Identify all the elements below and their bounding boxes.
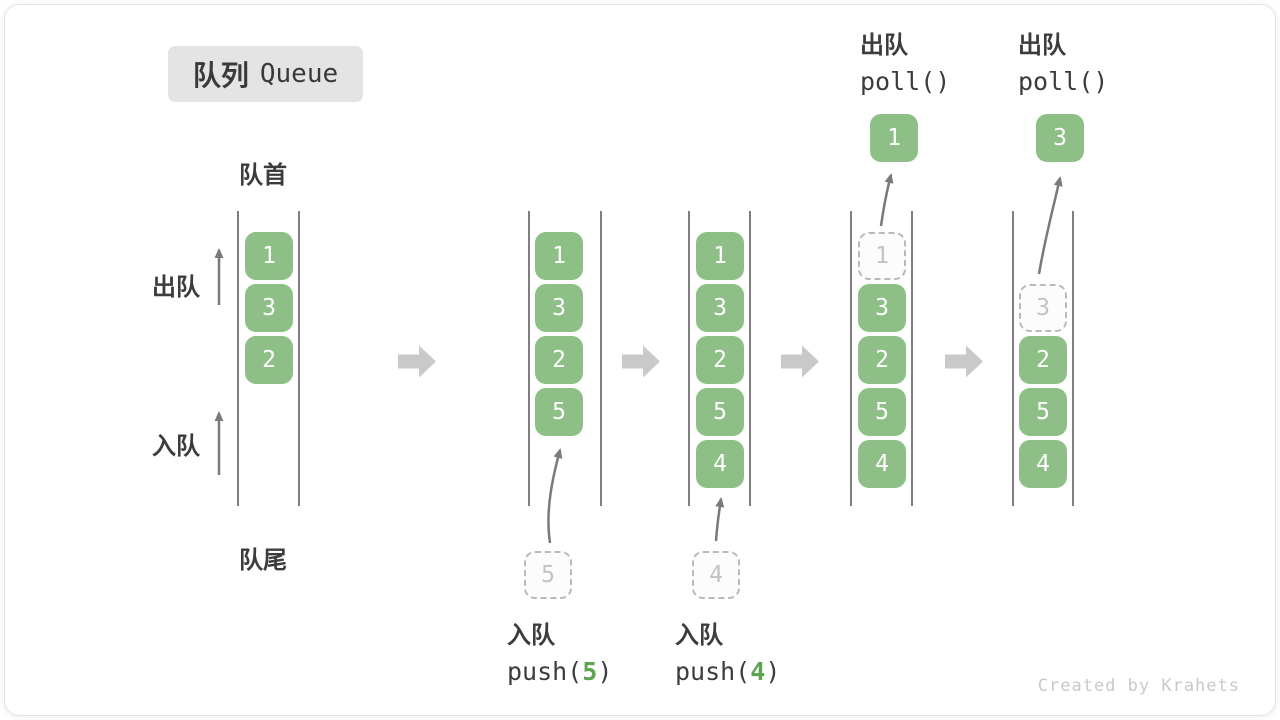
watermark: Created by Krahets [1037, 676, 1240, 696]
code-arg: 5 [582, 657, 598, 686]
poll1-caption-zh: 出队 [860, 32, 908, 59]
poll1-caption-code: poll() [860, 67, 951, 96]
cell-value: 5 [713, 399, 727, 425]
push4-arrow-icon [714, 497, 725, 542]
queue1-cell: 3 [245, 284, 293, 332]
queue4-cell: 5 [858, 388, 906, 436]
staging-element-5: 5 [524, 551, 572, 599]
code-open: push( [675, 657, 751, 686]
title-en: Queue [259, 59, 339, 89]
cell-value: 5 [541, 562, 555, 588]
cell-value: 1 [875, 243, 889, 269]
push2-caption: 入队 push(4) [675, 618, 780, 690]
cell-value: 3 [262, 295, 276, 321]
diagram-title: 队列 Queue [168, 46, 363, 102]
cell-value: 3 [1053, 125, 1067, 151]
title-zh: 队列 [192, 60, 249, 91]
queue3-cell: 4 [696, 440, 744, 488]
enqueue-side-label: 入队 [152, 433, 200, 460]
queue5-ghost-cell: 3 [1019, 284, 1067, 332]
queue3-cell: 5 [696, 388, 744, 436]
flow-arrow-3-icon [781, 345, 819, 378]
code-open: push( [507, 657, 583, 686]
cell-value: 4 [713, 451, 727, 477]
queue3-cell: 1 [696, 232, 744, 280]
queue3-cell: 3 [696, 284, 744, 332]
queue4-ghost-cell: 1 [858, 232, 906, 280]
queue2-cell: 1 [535, 232, 583, 280]
push2-caption-code: push(4) [675, 654, 780, 690]
queue3-cell: 2 [696, 336, 744, 384]
queue5-cell: 4 [1019, 440, 1067, 488]
queue-rear-label: 队尾 [239, 547, 287, 574]
operation-arrows [214, 173, 1063, 544]
cell-value: 2 [552, 347, 566, 373]
poll2-caption-code: poll() [1018, 67, 1109, 96]
dequeue-side-label: 出队 [152, 274, 200, 301]
polled-element-1: 1 [870, 114, 918, 162]
queue-walls [237, 211, 1074, 506]
cell-value: 1 [552, 243, 566, 269]
push1-caption-code: push(5) [507, 654, 612, 690]
code-close: ) [597, 657, 613, 686]
queue4-cell: 4 [858, 440, 906, 488]
staging-element-4: 4 [692, 551, 740, 599]
queue2-cell: 3 [535, 284, 583, 332]
queue2-cell: 2 [535, 336, 583, 384]
code-arg: 4 [750, 657, 766, 686]
queue-front-label: 队首 [239, 162, 287, 189]
flow-arrow-4-icon [945, 345, 983, 378]
queue5-cell: 5 [1019, 388, 1067, 436]
push2-caption-zh: 入队 [675, 622, 723, 649]
cell-value: 3 [875, 295, 889, 321]
cell-value: 3 [552, 295, 566, 321]
cell-value: 2 [875, 347, 889, 373]
cell-value: 4 [1036, 451, 1050, 477]
queue5-cell: 2 [1019, 336, 1067, 384]
poll1-caption: 出队 poll() [860, 28, 950, 100]
cell-value: 4 [875, 451, 889, 477]
queue4-cell: 3 [858, 284, 906, 332]
poll2-caption: 出队 poll() [1018, 28, 1108, 100]
cell-value: 1 [887, 125, 901, 151]
cell-value: 1 [713, 243, 727, 269]
flow-arrow-2-icon [622, 345, 660, 378]
poll2-arrow-icon [1037, 176, 1063, 275]
push1-caption: 入队 push(5) [507, 618, 612, 690]
cell-value: 2 [713, 347, 727, 373]
cell-value: 1 [262, 243, 276, 269]
push1-caption-zh: 入队 [507, 622, 555, 649]
queue1-cell: 2 [245, 336, 293, 384]
poll1-arrow-icon [879, 173, 894, 227]
code-close: ) [765, 657, 781, 686]
queue4-cell: 2 [858, 336, 906, 384]
cell-value: 3 [713, 295, 727, 321]
cell-value: 5 [875, 399, 889, 425]
queue2-cell: 5 [535, 388, 583, 436]
cell-value: 2 [1036, 347, 1050, 373]
poll2-caption-zh: 出队 [1018, 32, 1066, 59]
cell-value: 5 [552, 399, 566, 425]
cell-value: 4 [709, 562, 723, 588]
queue1-cell: 1 [245, 232, 293, 280]
flow-arrow-1-icon [398, 345, 436, 378]
cell-value: 2 [262, 347, 276, 373]
push5-arrow-icon [547, 448, 563, 544]
cell-value: 5 [1036, 399, 1050, 425]
polled-element-3: 3 [1036, 114, 1084, 162]
cell-value: 3 [1036, 295, 1050, 321]
